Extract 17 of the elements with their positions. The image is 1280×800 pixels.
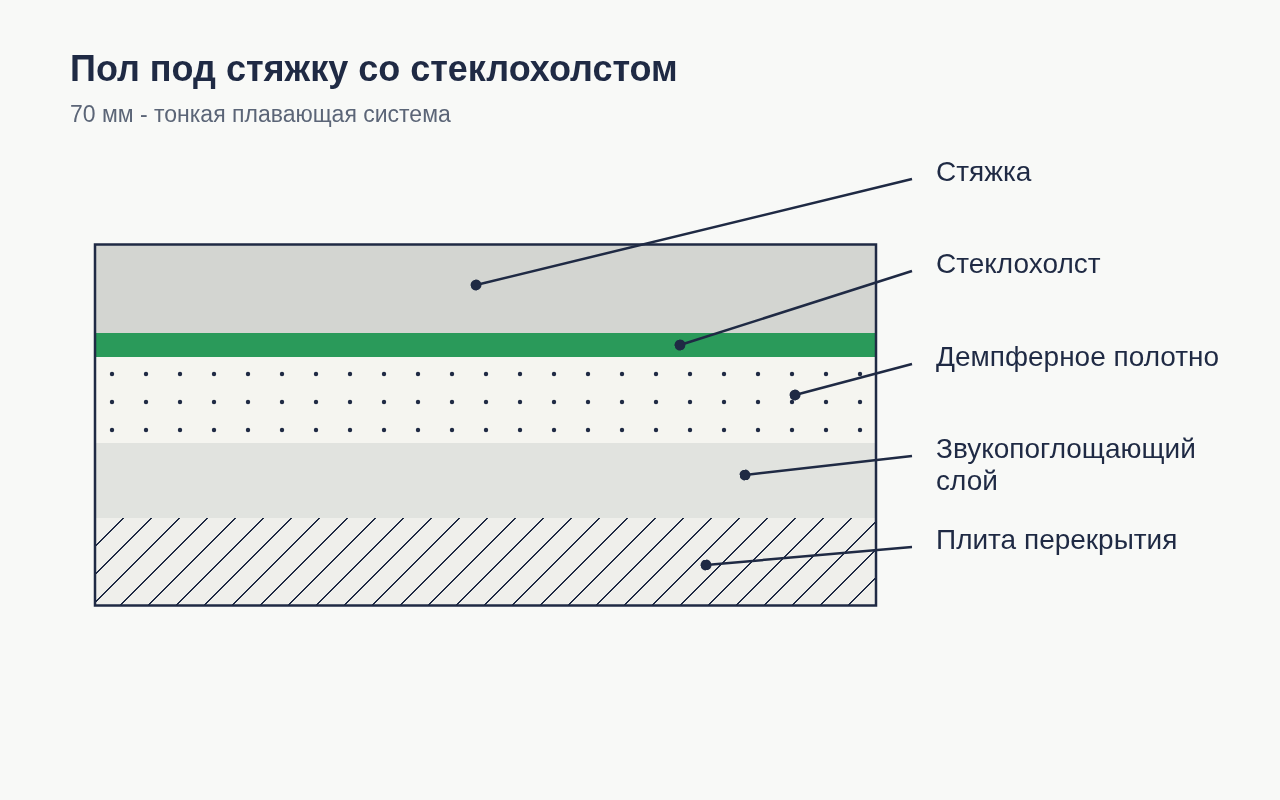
floor-slab-layer (96, 518, 876, 605)
layer-label: Звукопоглощающий слой (936, 433, 1236, 497)
leader-line (700, 545, 913, 571)
layer-label: Стеклохолст (936, 248, 1101, 280)
leader-line (470, 177, 913, 291)
layer-label: Плита перекрытия (936, 524, 1178, 556)
layer-label: Стяжка (936, 156, 1032, 188)
subtitle: 70 мм - тонкая плавающая система (70, 100, 451, 128)
title: Пол под стяжку со стеклохолстом (70, 47, 678, 91)
screed-layer (96, 245, 876, 333)
leader-line (789, 362, 913, 401)
leader-line (739, 454, 913, 481)
fiberglass-layer (96, 333, 876, 357)
sound-absorbing-layer (96, 443, 876, 518)
leader-line (674, 269, 913, 351)
damping-layer (96, 357, 876, 443)
layer-label: Демпферное полотно (936, 341, 1220, 373)
